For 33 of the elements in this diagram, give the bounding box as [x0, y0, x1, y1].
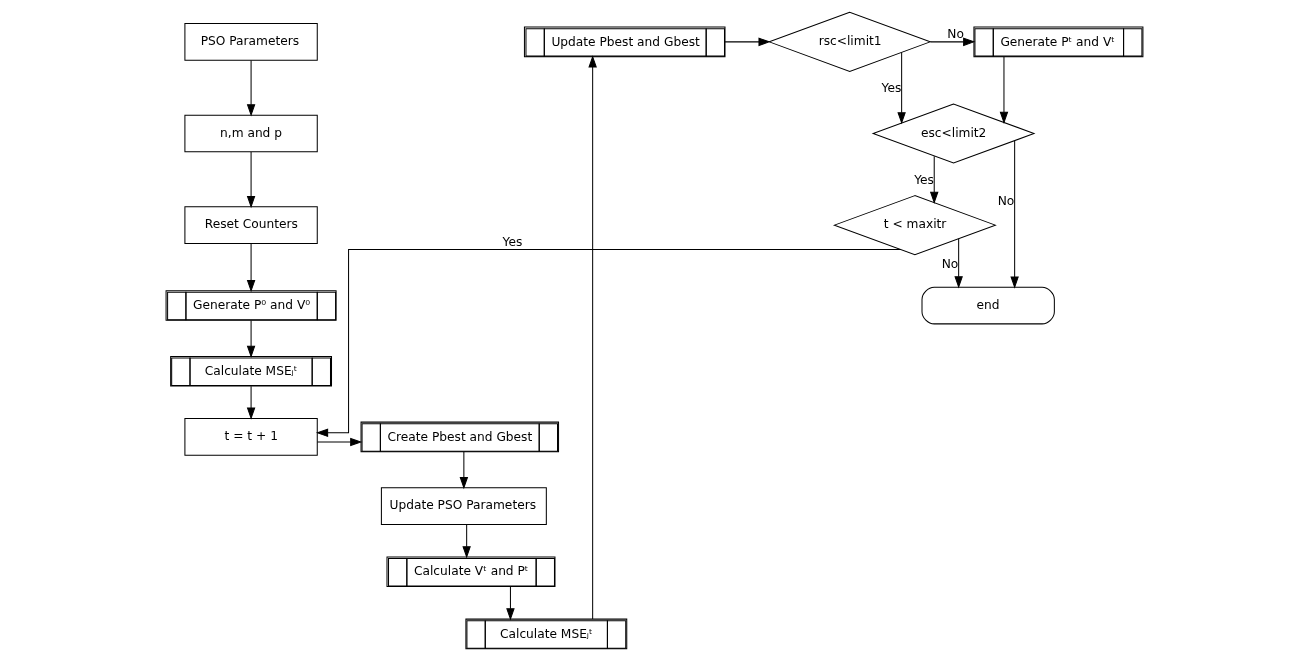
- arrow: [1010, 140, 1019, 289]
- arrow: [246, 385, 256, 420]
- node-diamond: rsc<limit1: [767, 11, 932, 72]
- node-box: Update PSO Parameters: [380, 487, 547, 525]
- edge-label: No: [997, 194, 1015, 209]
- arrow: [462, 524, 471, 559]
- arrow: [929, 37, 976, 47]
- node-box: end: [921, 286, 1055, 325]
- arrow: [315, 249, 902, 438]
- edge-label: No: [941, 256, 959, 271]
- arrow: [246, 319, 256, 358]
- node-diamond: t < maxitr: [832, 195, 997, 256]
- arrow: [724, 37, 771, 47]
- arrow: [246, 151, 256, 209]
- arrow: [246, 243, 256, 293]
- arrow: [506, 586, 515, 621]
- node-diamond: esc<limit2: [871, 103, 1036, 164]
- arrow: [246, 59, 256, 117]
- arrow: [897, 51, 906, 125]
- arrow: [954, 238, 963, 289]
- edge-label: Yes: [914, 172, 934, 187]
- arrow: [999, 56, 1009, 124]
- arrow: [929, 155, 939, 204]
- edge-label: Yes: [881, 81, 902, 96]
- arrow: [588, 55, 597, 620]
- node-box: n,m and p: [184, 114, 318, 153]
- node-box: Reset Counters: [184, 206, 318, 244]
- arrow: [459, 451, 469, 490]
- edge-label: Yes: [502, 235, 523, 250]
- node-box: t = t + 1: [184, 418, 318, 456]
- node-box: PSO Parameters: [184, 23, 318, 61]
- arrow: [316, 437, 363, 447]
- edge-label: No: [947, 27, 964, 42]
